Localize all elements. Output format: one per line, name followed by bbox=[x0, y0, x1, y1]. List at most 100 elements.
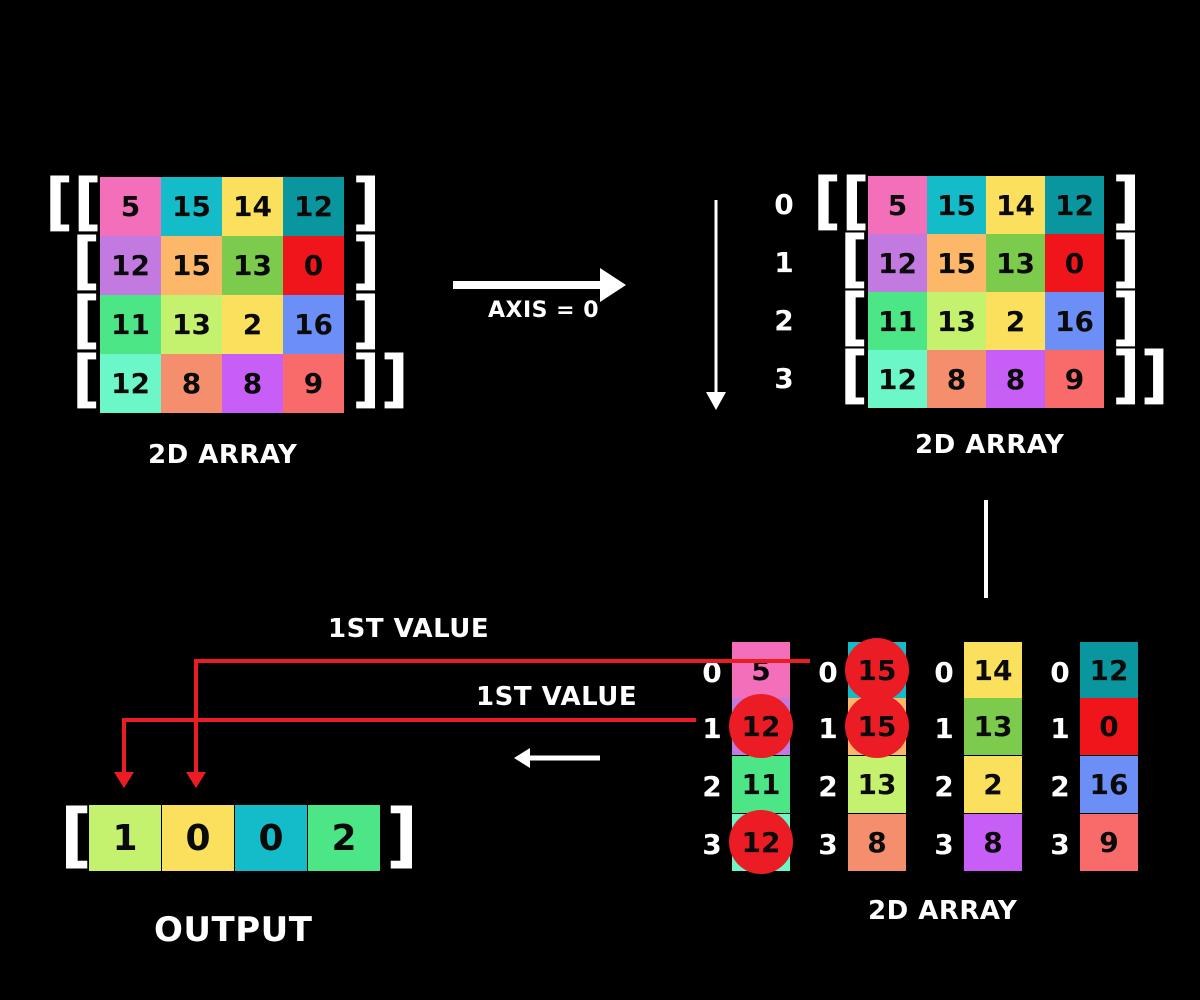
right-matrix-cell: 0 bbox=[1045, 234, 1104, 292]
column-cell: 9 bbox=[1080, 814, 1138, 871]
output-cell: 1 bbox=[89, 805, 161, 871]
left-matrix-cell: 15 bbox=[161, 177, 222, 236]
right-matrix-cell: 8 bbox=[986, 350, 1045, 408]
right-matrix-row-index: 2 bbox=[774, 304, 794, 337]
right-matrix-close-bracket: ] bbox=[1112, 164, 1141, 237]
left-matrix-cell: 15 bbox=[161, 236, 222, 295]
highlight-circle: 12 bbox=[729, 694, 793, 758]
left-matrix-cell: 13 bbox=[222, 236, 283, 295]
right-matrix-row-index: 3 bbox=[774, 362, 794, 395]
red-arrow-col1 bbox=[194, 659, 810, 774]
column-row-index: 1 bbox=[818, 712, 838, 745]
output-open-bracket: [ bbox=[60, 794, 92, 876]
left-matrix-cell: 12 bbox=[100, 236, 161, 295]
right-matrix-open-bracket: [ bbox=[840, 280, 869, 353]
right-matrix-row-index: 1 bbox=[774, 246, 794, 279]
column-cell: 12 bbox=[1080, 642, 1138, 699]
column-cell: 13 bbox=[964, 698, 1022, 755]
column-row-index: 2 bbox=[1050, 770, 1070, 803]
column-row-index: 1 bbox=[702, 712, 722, 745]
right-matrix-open-bracket: [[ bbox=[813, 164, 870, 237]
highlight-circle: 15 bbox=[845, 638, 909, 702]
left-matrix-cell: 9 bbox=[283, 354, 344, 413]
label-axis: AXIS = 0 bbox=[488, 298, 600, 323]
column-cell: 5 bbox=[732, 642, 790, 699]
left-matrix-open-bracket: [ bbox=[72, 283, 101, 356]
output-cell: 0 bbox=[162, 805, 234, 871]
right-matrix-cell: 15 bbox=[927, 176, 986, 234]
column-row-index: 1 bbox=[1050, 712, 1070, 745]
column-row-index: 2 bbox=[934, 770, 954, 803]
right-matrix-cell: 12 bbox=[1045, 176, 1104, 234]
column-row-index: 3 bbox=[1050, 828, 1070, 861]
output-close-bracket: ] bbox=[386, 794, 418, 876]
right-matrix-cell: 8 bbox=[927, 350, 986, 408]
red-arrow-col0 bbox=[122, 718, 696, 774]
column-row-index: 3 bbox=[818, 828, 838, 861]
right-matrix-close-bracket: ] bbox=[1112, 222, 1141, 295]
down-arrow-head bbox=[706, 392, 726, 410]
label-2d-array-left: 2D ARRAY bbox=[148, 440, 298, 470]
left-matrix-open-bracket: [ bbox=[72, 224, 101, 297]
left-matrix-cell: 13 bbox=[161, 295, 222, 354]
red-arrow-col0-head bbox=[114, 772, 134, 788]
right-matrix-cell: 14 bbox=[986, 176, 1045, 234]
column-row-index: 3 bbox=[934, 828, 954, 861]
red-arrow-col1-head bbox=[186, 772, 206, 788]
right-matrix-row-index: 0 bbox=[774, 188, 794, 221]
left-matrix-close-bracket: ] bbox=[352, 224, 381, 297]
right-matrix-cell: 16 bbox=[1045, 292, 1104, 350]
left-matrix-cell: 11 bbox=[100, 295, 161, 354]
column-cell: 8 bbox=[964, 814, 1022, 871]
left-arrow-head bbox=[514, 748, 530, 768]
left-matrix-close-bracket: ]] bbox=[352, 342, 409, 415]
label-first-value-b: 1ST VALUE bbox=[476, 682, 638, 712]
column-row-index: 1 bbox=[934, 712, 954, 745]
label-output: OUTPUT bbox=[154, 910, 313, 950]
column-row-index: 2 bbox=[818, 770, 838, 803]
output-cell: 2 bbox=[308, 805, 380, 871]
right-matrix-cell: 12 bbox=[868, 350, 927, 408]
column-cell: 8 bbox=[848, 814, 906, 871]
left-matrix-cell: 0 bbox=[283, 236, 344, 295]
column-row-index: 0 bbox=[934, 656, 954, 689]
label-2d-array-bottom: 2D ARRAY bbox=[868, 896, 1018, 926]
right-matrix-cell: 5 bbox=[868, 176, 927, 234]
highlight-circle: 15 bbox=[845, 694, 909, 758]
left-matrix-cell: 8 bbox=[222, 354, 283, 413]
left-matrix-close-bracket: ] bbox=[352, 165, 381, 238]
column-row-index: 0 bbox=[818, 656, 838, 689]
right-matrix-cell: 11 bbox=[868, 292, 927, 350]
left-matrix-cell: 12 bbox=[100, 354, 161, 413]
column-cell: 16 bbox=[1080, 756, 1138, 813]
right-matrix-close-bracket: ] bbox=[1112, 280, 1141, 353]
column-row-index: 3 bbox=[702, 828, 722, 861]
right-matrix-cell: 12 bbox=[868, 234, 927, 292]
left-matrix-open-bracket: [[ bbox=[45, 165, 102, 238]
right-matrix-open-bracket: [ bbox=[840, 338, 869, 411]
label-2d-array-right: 2D ARRAY bbox=[915, 430, 1065, 460]
column-cell: 2 bbox=[964, 756, 1022, 813]
label-first-value-a: 1ST VALUE bbox=[328, 614, 490, 644]
left-matrix-cell: 16 bbox=[283, 295, 344, 354]
column-cell: 14 bbox=[964, 642, 1022, 699]
left-matrix-close-bracket: ] bbox=[352, 283, 381, 356]
left-matrix-cell: 5 bbox=[100, 177, 161, 236]
output-cell: 0 bbox=[235, 805, 307, 871]
left-matrix-cell: 12 bbox=[283, 177, 344, 236]
left-matrix-cell: 8 bbox=[161, 354, 222, 413]
left-matrix-open-bracket: [ bbox=[72, 342, 101, 415]
column-cell: 13 bbox=[848, 756, 906, 813]
column-row-index: 2 bbox=[702, 770, 722, 803]
column-cell: 11 bbox=[732, 756, 790, 813]
column-row-index: 0 bbox=[1050, 656, 1070, 689]
highlight-circle: 12 bbox=[729, 810, 793, 874]
right-matrix-cell: 15 bbox=[927, 234, 986, 292]
right-matrix-close-bracket: ]] bbox=[1112, 338, 1169, 411]
right-matrix-cell: 13 bbox=[986, 234, 1045, 292]
axis-arrow-head bbox=[600, 268, 626, 302]
right-matrix-open-bracket: [ bbox=[840, 222, 869, 295]
right-matrix-cell: 2 bbox=[986, 292, 1045, 350]
column-cell: 0 bbox=[1080, 698, 1138, 755]
